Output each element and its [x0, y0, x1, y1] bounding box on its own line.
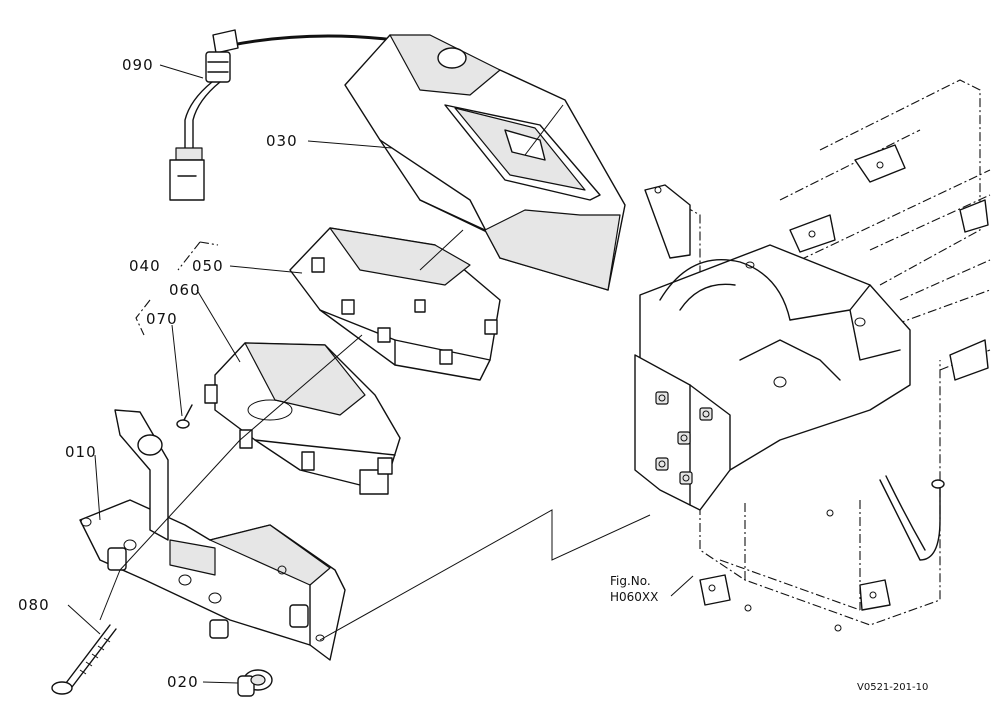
meter-terminals: [204, 384, 393, 495]
part-060-meter: [204, 342, 401, 495]
part-020-nut: [237, 669, 273, 697]
label-080: 080: [18, 596, 50, 614]
part-090-switch: [169, 29, 397, 201]
frame-bolts: [655, 391, 713, 485]
bezel-clips: [311, 257, 498, 365]
part-070-screw: [176, 404, 193, 429]
leader-lines: [67, 64, 694, 684]
part-080-bolt: [51, 624, 117, 695]
label-020: 020: [167, 673, 199, 691]
part-030-cover: [344, 34, 626, 291]
part-050-bezel: [289, 227, 501, 381]
label-040: 040: [129, 257, 161, 275]
label-030: 030: [266, 132, 298, 150]
figure-ref-line2: H060XX: [610, 590, 658, 604]
label-070: 070: [146, 310, 178, 328]
frame-assembly: [634, 79, 991, 632]
figure-ref-line1: Fig.No.: [610, 574, 651, 588]
drawing-code: V0521-201-10: [857, 682, 928, 693]
label-060: 060: [169, 281, 201, 299]
part-010-bracket: [79, 409, 346, 661]
label-090: 090: [122, 56, 154, 74]
label-010: 010: [65, 443, 97, 461]
assembly-lines: [99, 104, 651, 641]
label-050: 050: [192, 257, 224, 275]
